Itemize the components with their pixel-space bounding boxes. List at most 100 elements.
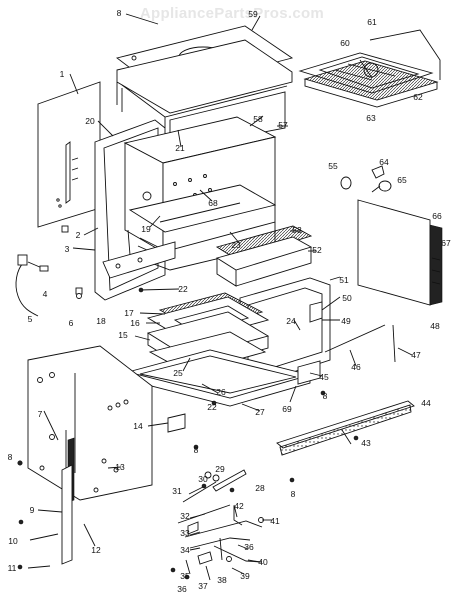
leader-11 [27,565,51,569]
callout-label-14: 14 [133,421,143,431]
callout-label-61: 61 [367,17,377,27]
burner-grate-part [215,225,313,287]
leader-39 [231,567,245,575]
callout-label-46: 46 [351,362,361,372]
leader-8-top [125,13,159,25]
callout-label-67: 67 [441,238,451,248]
callout-label-35: 35 [180,571,190,581]
leader-69 [289,385,297,403]
callout-label-30: 30 [198,474,208,484]
callout-label-21: 21 [175,143,185,153]
callout-label-48: 48 [430,321,440,331]
callout-label-17: 17 [124,308,134,318]
callout-label-19: 19 [141,224,151,234]
callout-label-59: 59 [248,9,258,19]
callout-label-41: 41 [270,516,280,526]
small-fittings [61,225,83,299]
callout-label-51: 51 [339,275,349,285]
leader-58 [249,115,264,127]
callout-label-66: 66 [432,211,442,221]
leader-59 [251,15,261,31]
leader-22-upper [139,288,180,291]
leader-51 [329,276,341,281]
callout-label-49: 49 [341,316,351,326]
callout-label-10: 10 [8,536,18,546]
callout-label-64: 64 [379,157,389,167]
leader-47 [397,347,413,356]
callout-label-42: 42 [234,501,244,511]
leader-43 [341,429,352,445]
callout-label-39: 39 [240,571,250,581]
knob-parts [340,165,392,193]
back-panel-part [27,345,153,565]
leader-34 [189,547,201,551]
callout-label-58: 58 [253,114,263,124]
callout-label-16: 16 [130,318,140,328]
callout-label-62: 62 [413,92,423,102]
callout-label-13: 13 [115,462,125,472]
oven-door-frame-part [239,277,331,383]
leader-2 [83,227,99,236]
callout-label-40: 40 [258,557,268,567]
callout-label-8: 8 [194,445,199,455]
callout-label-11: 11 [8,563,17,573]
leader-32 [189,513,206,519]
callout-label-68: 68 [208,198,218,208]
callout-label-22: 22 [207,402,217,412]
callout-label-5: 5 [28,314,33,324]
leader-24 [293,319,301,331]
leader-46 [349,349,357,367]
callout-label-6: 6 [69,318,74,328]
leader-25 [182,357,191,372]
leader-50 [321,296,341,311]
callout-label-18: 18 [96,316,106,326]
callout-label-63: 63 [366,113,376,123]
callout-label-8: 8 [291,489,296,499]
oven-bottom-frame-part [102,241,176,279]
callout-label-45: 45 [319,372,329,382]
leader-26 [201,383,219,394]
leader-10 [29,533,59,541]
callout-label-22: 22 [178,284,188,294]
storage-drawer-panel-part [357,199,443,306]
leader-17 [139,312,166,315]
callout-label-4: 4 [43,289,48,299]
callout-label-65: 65 [397,175,407,185]
callout-label-33: 33 [180,528,190,538]
leader-68 [199,189,213,202]
callout-label-3: 3 [65,244,70,254]
callout-label-34: 34 [180,545,190,555]
callout-label-15: 15 [118,330,128,340]
callout-label-9: 9 [30,505,35,515]
callout-label-23: 23 [231,240,241,250]
callout-label-24: 24 [286,316,296,326]
callout-label-8: 8 [8,452,13,462]
callout-label-20: 20 [85,116,95,126]
callout-label-52: 52 [312,245,322,255]
callout-label-36: 36 [244,542,254,552]
leader-lines [27,13,413,575]
screw-markers [17,287,359,580]
leader-20 [97,120,114,137]
leader-12 [83,523,96,547]
callout-label-7: 7 [38,409,43,419]
leader-40 [247,559,261,563]
callout-label-38: 38 [217,575,227,585]
watermark-text: AppliancePartsPros.com [140,5,324,22]
callout-label-55: 55 [328,161,338,171]
callout-label-8: 8 [117,8,122,18]
leader-3 [72,247,96,251]
callout-label-1: 1 [60,69,65,79]
leader-14 [147,422,169,427]
leader-45 [309,372,323,377]
callout-label-60: 60 [340,38,350,48]
leader-9 [37,509,63,513]
callout-label-26: 26 [216,387,226,397]
leader-1 [69,73,79,95]
leader-23 [229,231,241,245]
power-cord-part [15,254,49,317]
callout-label-57: 57 [278,120,288,130]
